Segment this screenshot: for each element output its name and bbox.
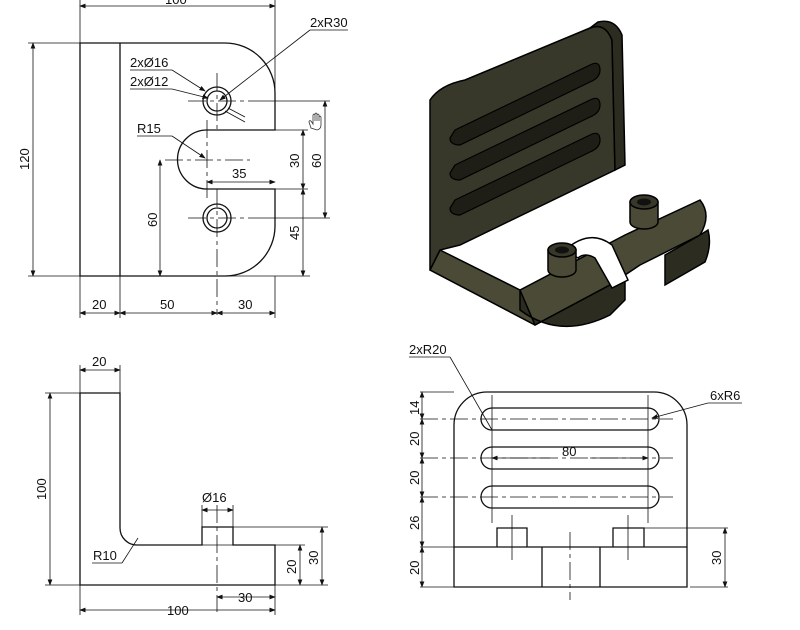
dim-d2: 20: [407, 432, 422, 446]
top-view: 100 120 20 50 30 60 35 30 45 60 2xR30 2x…: [17, 0, 348, 318]
boss-right: [612, 527, 645, 547]
dim-boss-offset: 30: [238, 590, 252, 605]
dim-d1: 14: [407, 401, 422, 415]
side-view: 14 20 20 26 20 80 30 2xR20 6xR6: [407, 342, 742, 600]
dim-slot-width: 30: [287, 154, 302, 168]
dim-d5: 20: [407, 561, 422, 575]
label-corner-radius: 2xR30: [310, 15, 348, 30]
isometric-view: [429, 20, 711, 328]
boss-right: [629, 194, 659, 230]
label-boss-dia: Ø16: [202, 490, 227, 505]
label-slot-radius: R15: [137, 121, 161, 136]
dim-boss-top: 30: [306, 551, 321, 565]
label-slot-radius: 6xR6: [710, 388, 740, 403]
dim-left: 20: [92, 297, 106, 312]
dim-slot-depth: 35: [232, 166, 246, 181]
dim-overall-width: 100: [165, 0, 187, 7]
dim-d4: 26: [407, 516, 422, 530]
dim-hole-spacing: 60: [309, 154, 324, 168]
dim-height: 100: [34, 478, 49, 500]
label-hole-dia: 2xØ12: [130, 74, 168, 89]
dim-middle: 50: [160, 297, 174, 312]
front-view: 20 100 100 30 20 30 Ø16 R10: [34, 354, 328, 618]
dimension-lines: [409, 356, 742, 588]
dim-height: 120: [17, 148, 32, 170]
dim-lower: 45: [287, 226, 302, 240]
dimension-lines: [28, 0, 348, 318]
back-plate-side: [589, 20, 626, 172]
dim-wall: 20: [92, 354, 106, 369]
hand-cursor-icon: [308, 112, 322, 131]
base-front-face: [519, 278, 626, 328]
dim-slot-center: 60: [145, 213, 160, 227]
label-fillet: R10: [93, 548, 117, 563]
slots: [449, 62, 601, 216]
top-view-outline: [79, 42, 276, 277]
side-view-outline: [453, 391, 688, 588]
dim-length: 100: [167, 603, 189, 618]
dim-d3: 20: [407, 471, 422, 485]
centerlines: [165, 73, 250, 315]
slot-cutout: [563, 236, 629, 289]
dim-base: 20: [284, 560, 299, 574]
centerlines: [420, 395, 673, 600]
dim-slot-length: 80: [562, 444, 576, 459]
dim-boss-top: 30: [709, 551, 724, 565]
label-boss-dia: 2xØ16: [130, 55, 168, 70]
dimension-lines: [45, 365, 328, 615]
label-corner-radius: 2xR20: [409, 342, 447, 357]
dim-right: 30: [238, 297, 252, 312]
boss-left: [547, 242, 577, 278]
base-side-face: [664, 228, 711, 287]
